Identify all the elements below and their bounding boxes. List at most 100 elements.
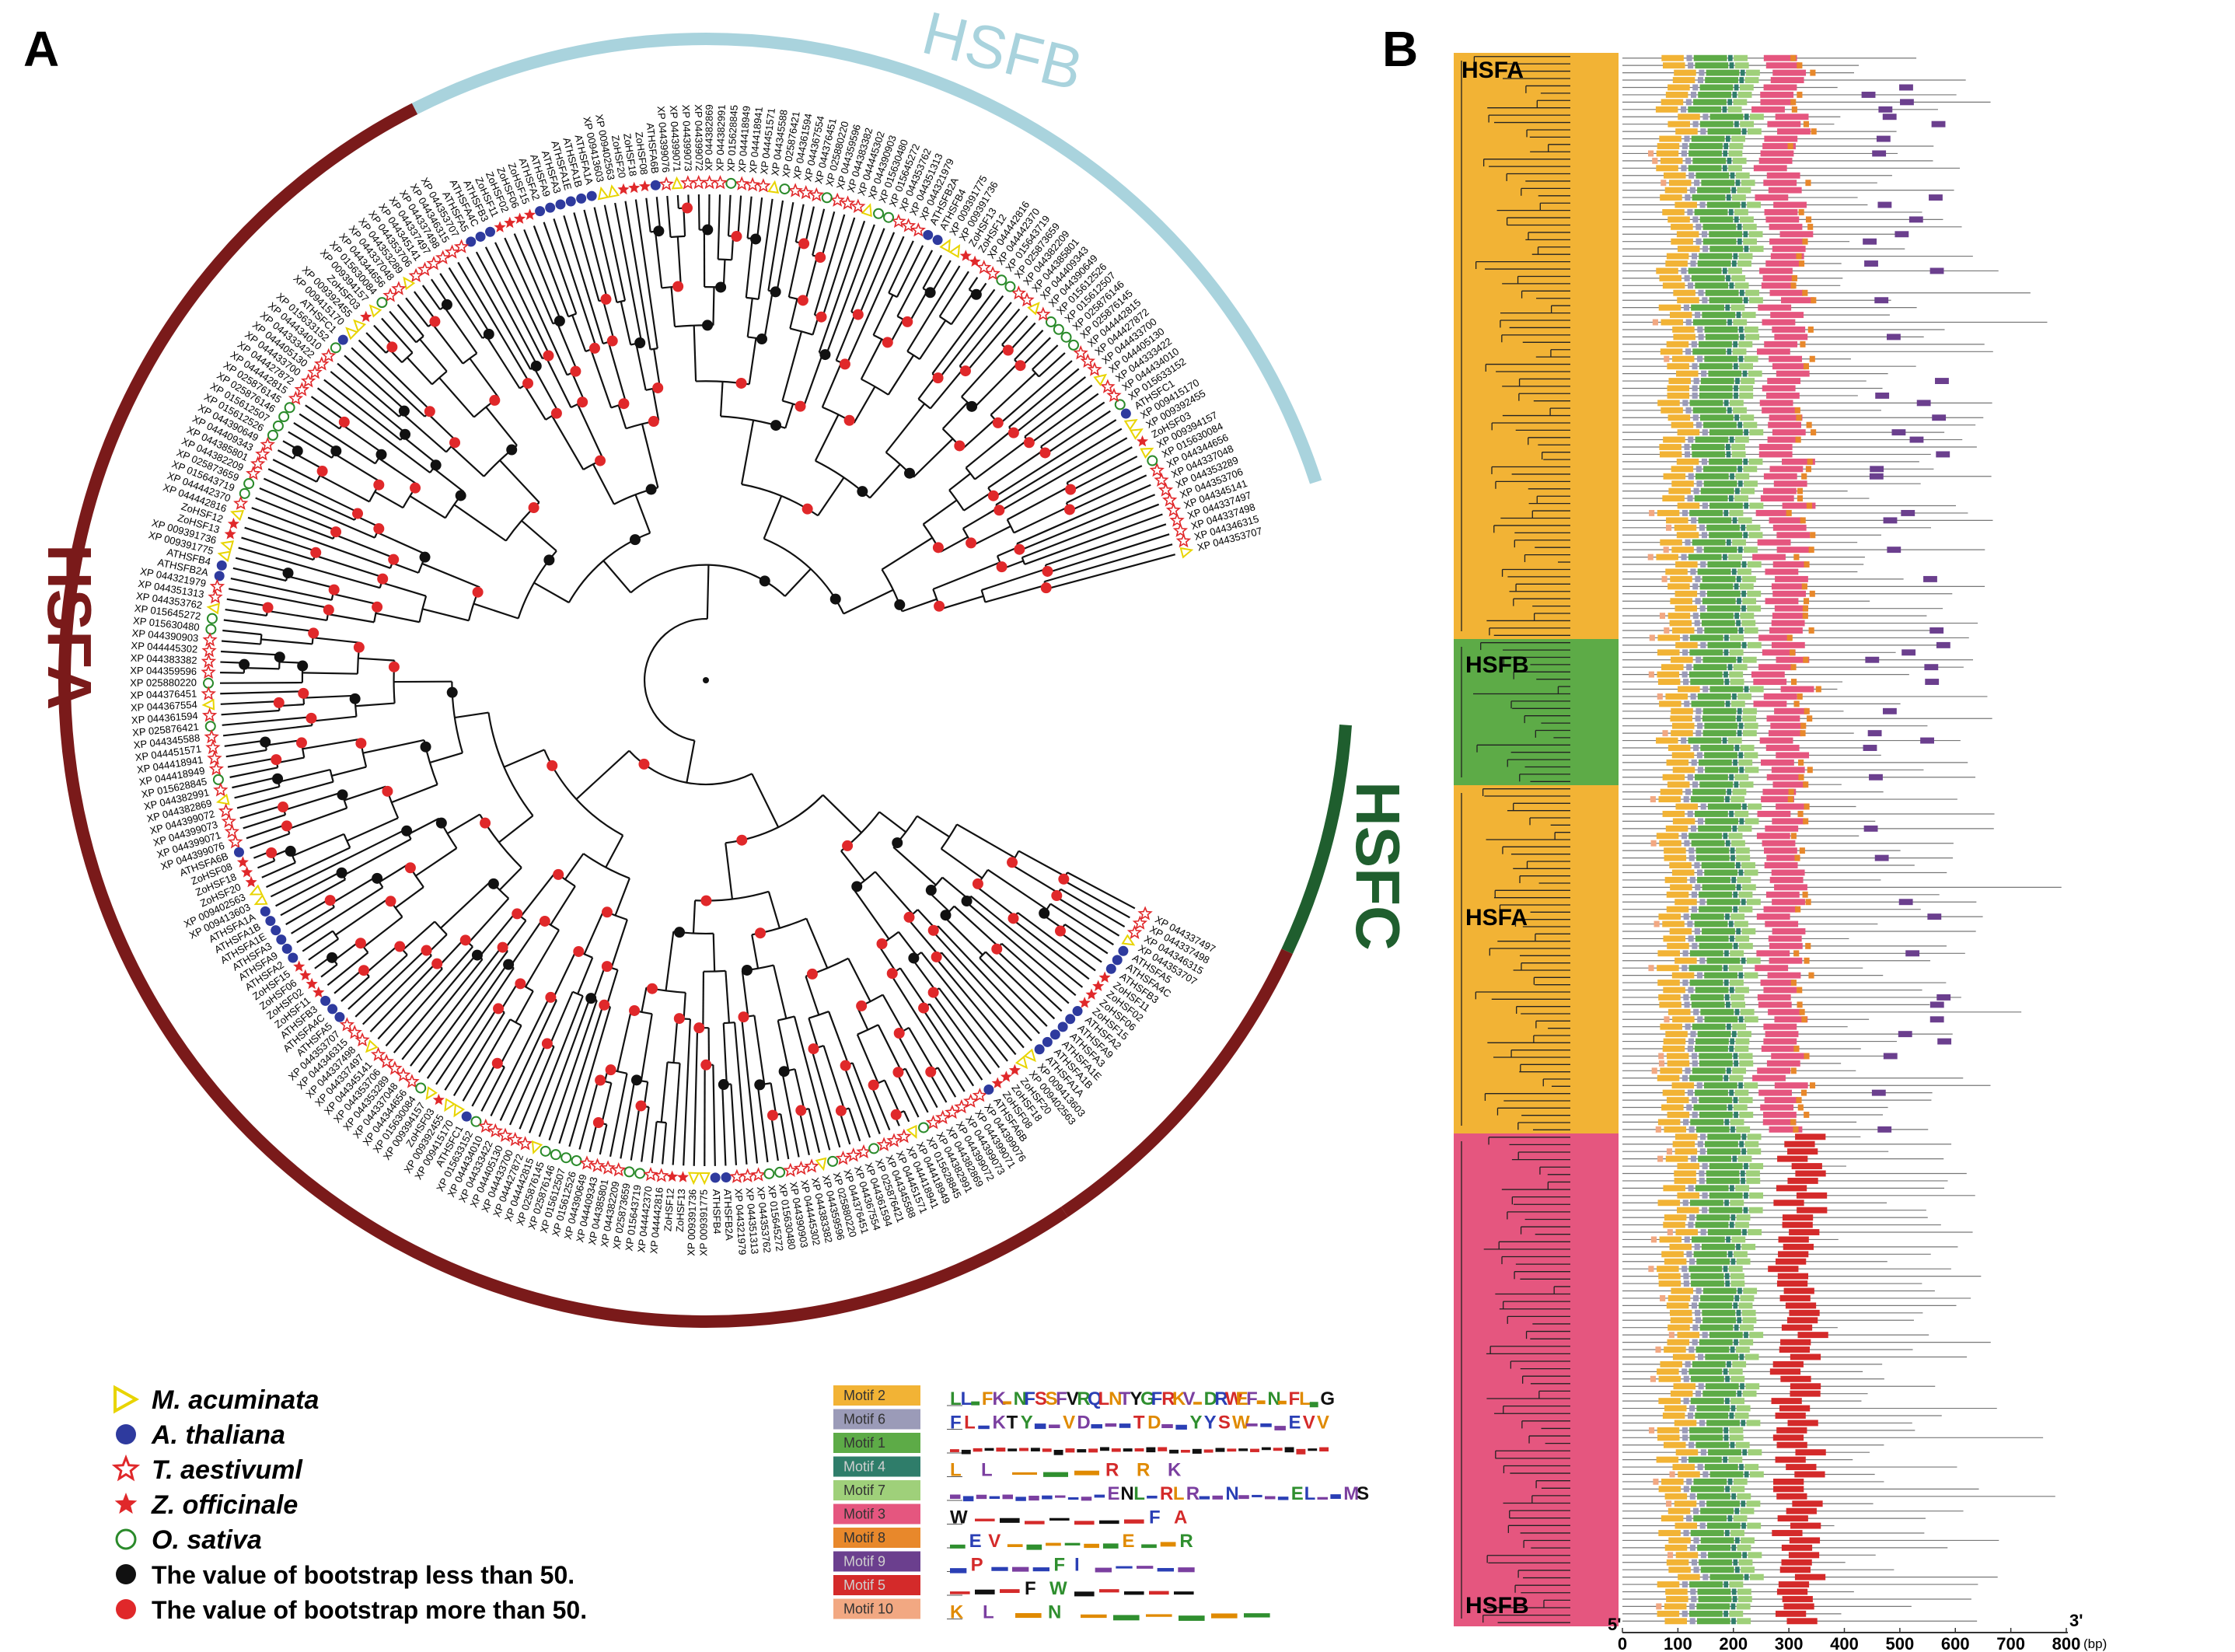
motif-block <box>1755 509 1790 516</box>
motif-block <box>1695 854 1730 861</box>
motif-block <box>1690 913 1724 920</box>
tree-branch <box>984 584 1046 603</box>
motif-block <box>1732 693 1737 700</box>
legend-label-oryza: O. sativa <box>152 1525 262 1555</box>
bootstrap-dot <box>377 573 389 585</box>
motif-block <box>1730 634 1744 641</box>
motif-block <box>1775 114 1809 120</box>
musa-marker <box>249 884 264 896</box>
motif-block <box>1737 480 1743 487</box>
motif-block <box>1729 62 1734 69</box>
motif-block <box>1671 238 1693 245</box>
tree-branch <box>225 608 267 617</box>
tree-branch <box>1045 410 1111 455</box>
tree-branch <box>293 422 337 451</box>
musa-marker <box>368 304 382 318</box>
tree-branch <box>858 232 896 316</box>
motif-block <box>1693 99 1727 106</box>
bootstrap-dot <box>770 420 782 431</box>
motif-block <box>1724 1200 1729 1207</box>
zingiber-marker <box>1078 997 1091 1008</box>
arabidopsis-marker <box>214 571 225 582</box>
tree-branch <box>261 861 296 878</box>
motif-block <box>1734 1537 1740 1544</box>
motif-block <box>1694 1243 1700 1250</box>
motif-block <box>1659 274 1682 281</box>
triticum-marker <box>1073 345 1088 360</box>
motif-block <box>1681 143 1688 149</box>
motif-block <box>1797 1332 1828 1339</box>
motif-block <box>1935 378 1949 385</box>
motif-block <box>1739 77 1744 84</box>
motif-name: Motif 3 <box>843 1507 885 1522</box>
triticum-marker <box>972 1088 988 1102</box>
motif-block <box>1765 825 1799 832</box>
tree-branch <box>499 459 540 503</box>
tip-label: ATHSFB4 <box>711 1189 723 1235</box>
motif-block <box>1800 730 1806 737</box>
bootstrap-dot <box>487 878 499 889</box>
motif-block <box>1699 385 1733 392</box>
logo-letter: T <box>1119 1388 1131 1409</box>
motif-block <box>1727 348 1732 355</box>
motif-block <box>1690 1273 1724 1280</box>
tree-branch <box>853 386 876 424</box>
five-prime-label: 5' <box>1608 1615 1621 1634</box>
logo-letter: E <box>1123 1531 1135 1552</box>
motif-block <box>1739 1140 1744 1147</box>
motif-block <box>1741 899 1746 906</box>
motif-block <box>1744 972 1758 979</box>
motif-block <box>1763 1112 1797 1118</box>
logo-small <box>1141 1544 1157 1549</box>
motif-block <box>1690 1031 1696 1038</box>
motif-block <box>1741 590 1746 597</box>
logo-small <box>984 1448 994 1451</box>
tip-label: XP 044359596 <box>130 665 197 677</box>
tree-arc <box>805 957 849 977</box>
group-label-hsfb-bottom: HSFB <box>1465 1593 1529 1619</box>
tree-arc <box>505 501 540 542</box>
motif-block <box>1691 1302 1698 1309</box>
motif-block <box>1692 157 1727 164</box>
tree-branch <box>725 843 734 899</box>
motif-block <box>1808 547 1814 554</box>
motif-block <box>1730 1214 1736 1221</box>
triticum-marker <box>209 578 225 593</box>
musa-marker <box>948 244 961 258</box>
motif-block <box>1730 1038 1735 1045</box>
motif-block <box>1699 1324 1734 1331</box>
motif-block <box>1661 319 1684 326</box>
motif-block <box>1730 1126 1735 1133</box>
motif-block <box>1660 1067 1682 1074</box>
motif-block <box>1692 539 1726 546</box>
bootstrap-dot <box>330 526 342 538</box>
motif-block <box>1688 987 1694 994</box>
motif-block <box>1740 613 1755 620</box>
motif-block <box>1691 517 1697 524</box>
tree-branch <box>956 823 1016 859</box>
tree-branch <box>1047 533 1170 574</box>
bootstrap-dot <box>618 398 630 410</box>
tree-branch <box>877 1024 903 1071</box>
motif-block <box>1672 1464 1695 1471</box>
motif-block <box>1704 355 1738 362</box>
motif-block <box>1699 957 1706 964</box>
motif-block <box>1697 693 1731 700</box>
tree-arc <box>906 350 920 360</box>
motif-block <box>1875 392 1890 399</box>
motif-block <box>1705 334 1739 341</box>
tree-branch <box>938 271 969 317</box>
tree-branch <box>1024 513 1163 566</box>
bootstrap-dot <box>547 760 558 771</box>
motif-block <box>1666 759 1689 766</box>
motif-block <box>1694 862 1700 869</box>
tree-arc <box>917 398 931 410</box>
triticum-marker <box>233 495 249 510</box>
motif-block <box>1764 847 1797 854</box>
bootstrap-dot <box>674 927 686 938</box>
legend-label-triticum: T. aestivuml <box>152 1455 304 1485</box>
triticum-marker <box>910 222 926 237</box>
tree-arc <box>343 833 351 848</box>
tree-branch <box>439 273 484 339</box>
tree-branch <box>310 396 346 422</box>
